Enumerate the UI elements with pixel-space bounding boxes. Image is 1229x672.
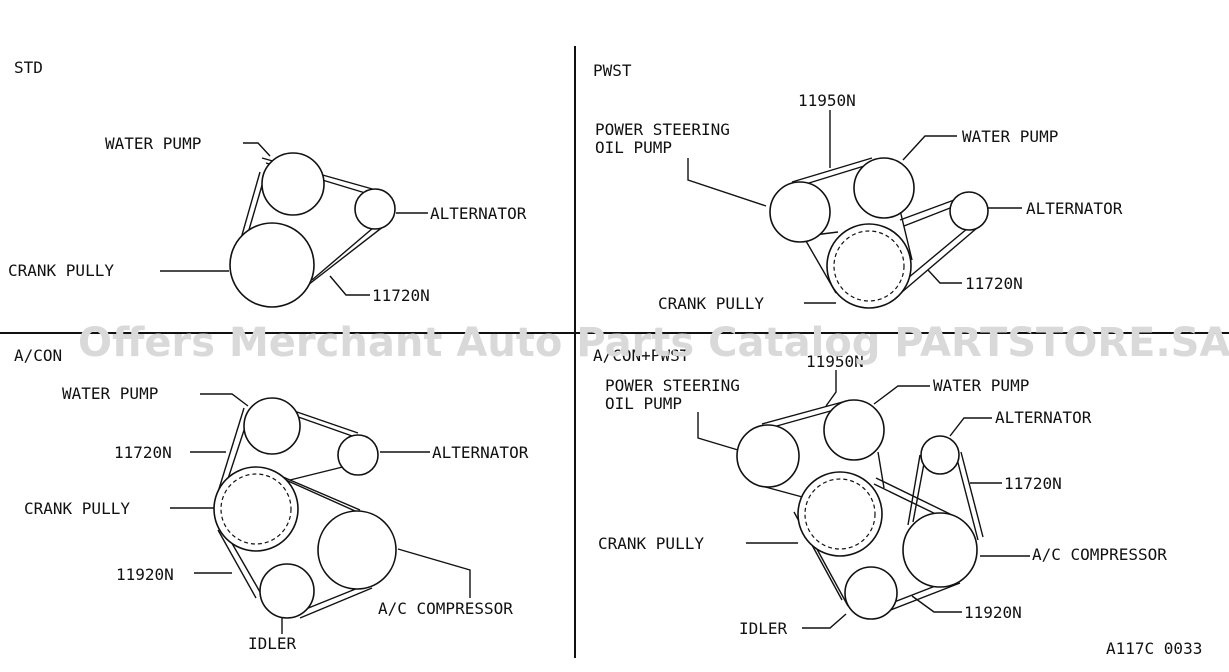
belt-line xyxy=(960,451,984,538)
belt-line xyxy=(761,399,851,425)
ps-oil-pump-pulley xyxy=(736,424,800,488)
crank-pulley xyxy=(826,223,912,309)
alternator-pulley xyxy=(920,435,960,475)
panel-acon-pwst: A/CON+PWST 11950 xyxy=(593,346,1167,638)
crank-pulley-inner xyxy=(833,230,905,302)
alternator-label: ALTERNATOR xyxy=(995,408,1092,427)
ac-compressor-label: A/C COMPRESSOR xyxy=(378,599,513,618)
belt-line xyxy=(877,451,885,489)
belt-line xyxy=(912,457,926,523)
crank-pulley-inner xyxy=(804,478,876,550)
leader-line xyxy=(949,417,992,437)
belt-line xyxy=(311,221,381,281)
leader-line xyxy=(802,613,847,629)
panel-std: STD WATER PUMP ALTERNATOR CRANK PULLY 11… xyxy=(8,58,527,308)
leader-line xyxy=(825,370,837,407)
ps-oil-pump-label-2: OIL PUMP xyxy=(595,138,672,157)
panel-title: A/CON+PWST xyxy=(593,346,690,365)
leader-line xyxy=(687,158,767,207)
water-pump-label: WATER PUMP xyxy=(62,384,158,403)
belt-line xyxy=(901,221,985,293)
belt-line xyxy=(239,171,261,243)
water-pump-pulley xyxy=(823,399,885,461)
crank-pulley-inner xyxy=(220,473,292,545)
belt-line xyxy=(299,587,373,619)
belt-part-number: 11720N xyxy=(372,286,430,305)
leader-line xyxy=(397,548,471,598)
alternator-label: ALTERNATOR xyxy=(1026,199,1123,218)
belt-line xyxy=(899,209,913,261)
belt-line xyxy=(955,454,979,541)
watermark-text: Offers Merchant Auto Parts Catalog PARTS… xyxy=(78,320,1229,366)
ac-compressor-label: A/C COMPRESSOR xyxy=(1032,545,1167,564)
crank-pulley xyxy=(797,471,883,557)
leader-line xyxy=(911,595,962,613)
idler-label: IDLER xyxy=(248,634,297,653)
belt-line xyxy=(875,477,951,515)
leader-line xyxy=(329,275,370,296)
water-pump-label: WATER PUMP xyxy=(933,376,1029,395)
ac-compressor-pulley xyxy=(902,512,978,588)
leader-line xyxy=(873,385,930,405)
water-pump-label: WATER PUMP xyxy=(105,134,201,153)
leader-line xyxy=(200,393,249,407)
leader-line xyxy=(243,142,271,157)
leader-line xyxy=(697,412,739,451)
leader-line xyxy=(927,269,962,284)
ps-oil-pump-label-1: POWER STEERING xyxy=(605,376,740,395)
alternator-pulley xyxy=(949,191,989,231)
crank-pulley xyxy=(213,466,299,552)
alternator-label: ALTERNATOR xyxy=(432,443,529,462)
belt-part-number: 11720N xyxy=(965,274,1023,293)
belt-alt-part-number: 11720N xyxy=(114,443,172,462)
ac-compressor-pulley xyxy=(317,510,397,590)
belt-ps-part-number: 11950N xyxy=(806,352,864,371)
ps-oil-pump-pulley xyxy=(769,181,831,243)
water-pump-pulley xyxy=(261,152,325,216)
ps-oil-pump-label-1: POWER STEERING xyxy=(595,120,730,139)
belt-line xyxy=(887,582,961,612)
belt-line xyxy=(907,454,921,526)
ps-oil-pump-label-2: OIL PUMP xyxy=(605,394,682,413)
belt-ac-part-number: 11920N xyxy=(116,565,174,584)
crank-pully-label: CRANK PULLY xyxy=(8,261,114,280)
belt-line xyxy=(307,225,385,286)
figure-code: A117C 0033 xyxy=(1106,639,1202,658)
belt-ac-part-number: 11920N xyxy=(964,603,1022,622)
panel-acon: A/CON WATER PUMP 11720N ALTERNATOR CRAN xyxy=(14,346,529,653)
crank-pully-label: CRANK PULLY xyxy=(658,294,764,313)
panel-title: PWST xyxy=(593,61,632,80)
belt-ps-part-number: 11950N xyxy=(798,91,856,110)
crank-pulley xyxy=(229,222,315,308)
water-pump-pulley xyxy=(243,397,301,455)
panel-title: STD xyxy=(14,58,43,77)
belt-alt-part-number: 11720N xyxy=(1004,474,1062,493)
crank-pully-label: CRANK PULLY xyxy=(24,499,130,518)
panel-pwst: PWST 11950N POWER STEERING OIL PUMP WATE… xyxy=(593,61,1123,313)
water-pump-pulley xyxy=(853,157,915,219)
belt-line xyxy=(217,529,257,599)
idler-label: IDLER xyxy=(739,619,788,638)
panel-title: A/CON xyxy=(14,346,62,365)
alternator-pulley xyxy=(337,434,379,476)
leader-line xyxy=(902,135,957,161)
idler-pulley xyxy=(844,566,898,620)
alternator-pulley xyxy=(354,188,396,230)
crank-pully-label: CRANK PULLY xyxy=(598,534,704,553)
idler-pulley xyxy=(259,563,315,619)
water-pump-label: WATER PUMP xyxy=(962,127,1058,146)
belt-line xyxy=(791,157,873,183)
alternator-label: ALTERNATOR xyxy=(430,204,527,223)
